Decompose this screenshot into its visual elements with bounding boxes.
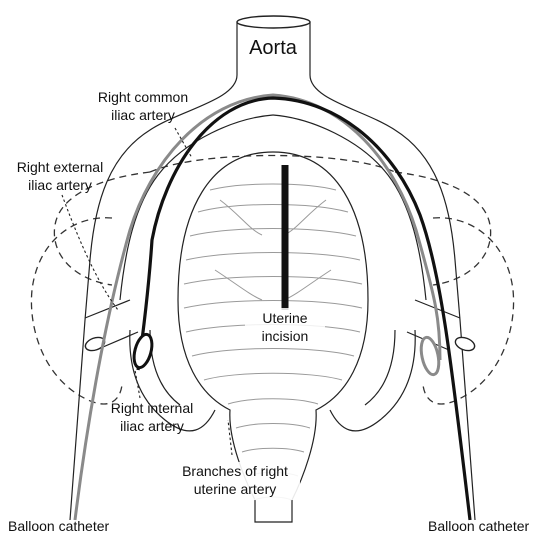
- right-inner-vessel-wall: [273, 115, 426, 300]
- aorta-label: Aorta: [249, 37, 298, 59]
- labels: Aorta Right common iliac artery Right ex…: [8, 37, 530, 534]
- branches-uterine-label-line1: Branches of right: [182, 463, 288, 479]
- uterus-fold: [184, 301, 362, 309]
- left-balloon: [131, 333, 155, 370]
- uterus-fold: [228, 399, 318, 404]
- catheters: [75, 95, 470, 520]
- right-internal-iliac-label-line1: Right internal: [111, 400, 194, 416]
- right-external-iliac-label-line1: Right external: [17, 159, 103, 175]
- uterine-incision-label-line1: Uterine: [262, 310, 307, 326]
- branches-uterine-label-line2: uterine artery: [194, 481, 276, 497]
- right-internal-iliac-branch: [330, 330, 415, 431]
- right-outer-vessel-wall: [310, 22, 475, 520]
- uterus-fold: [210, 184, 336, 190]
- right-external-iliac-label-line2: iliac artery: [28, 177, 92, 193]
- right-internal-iliac-inner: [365, 330, 395, 405]
- balloon-catheter-left-label: Balloon catheter: [8, 518, 110, 534]
- gray-balloon-catheter: [75, 95, 440, 520]
- left-inner-vessel-wall: [120, 115, 273, 300]
- uterus-fold: [236, 424, 310, 429]
- right-external-iliac-opening: [454, 335, 477, 353]
- uterus-fold: [192, 349, 354, 357]
- uterus-fold: [190, 229, 356, 237]
- external-iliac-leader: [62, 195, 118, 310]
- uterus-fold: [204, 373, 342, 380]
- right-internal-iliac-label-line2: iliac artery: [120, 418, 184, 434]
- aorta-top-opening: [237, 16, 310, 28]
- right-common-iliac-label-line2: iliac artery: [111, 107, 175, 123]
- dashed-outlines: [31, 156, 513, 405]
- right-common-iliac-label-line1: Right common: [98, 89, 188, 105]
- uterus-fold: [186, 253, 360, 261]
- uterus-crease: [215, 270, 262, 300]
- uterine-incision-label-line2: incision: [262, 328, 309, 344]
- top-dashed-outline: [150, 156, 395, 173]
- uterus-fold: [242, 448, 304, 452]
- uterus-fold: [198, 205, 348, 213]
- uterus-crease: [284, 270, 331, 300]
- left-internal-iliac-inner: [150, 330, 180, 405]
- uterus-fold: [184, 277, 362, 285]
- balloon-catheter-right-label: Balloon catheter: [428, 518, 530, 534]
